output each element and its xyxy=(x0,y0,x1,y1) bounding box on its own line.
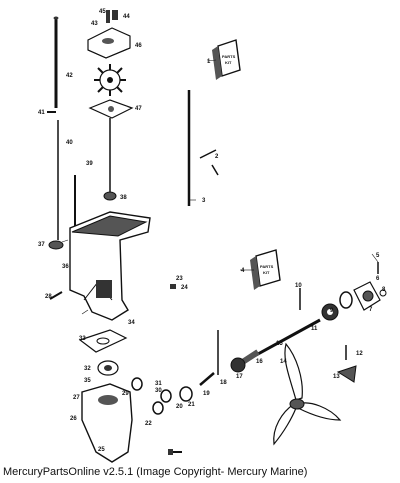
callout-31: 31 xyxy=(155,381,162,387)
gear-housing[interactable] xyxy=(69,211,151,321)
callout-9: 9 xyxy=(330,308,334,314)
callout-8: 8 xyxy=(382,287,386,293)
callout-35: 35 xyxy=(84,378,91,384)
bearing-cap[interactable] xyxy=(353,281,387,311)
callout-1: 1 xyxy=(207,59,211,65)
kit-2-line-2: KIT xyxy=(263,270,270,275)
parts-kit-2[interactable]: PARTS KIT xyxy=(250,249,281,290)
stud[interactable] xyxy=(187,90,219,206)
callout-15: 15 xyxy=(276,341,283,347)
callout-19: 19 xyxy=(203,391,210,397)
pin-stack[interactable] xyxy=(199,262,379,386)
callout-6: 6 xyxy=(376,276,380,282)
bearing-carrier[interactable] xyxy=(97,360,119,376)
anode[interactable] xyxy=(48,240,64,250)
impeller[interactable] xyxy=(94,64,126,96)
callout-33: 33 xyxy=(79,336,86,342)
callout-14: 14 xyxy=(280,359,287,365)
callout-21: 21 xyxy=(188,402,195,408)
callout-23: 23 xyxy=(176,276,183,282)
shift-rod[interactable] xyxy=(57,120,76,240)
callout-22: 22 xyxy=(145,421,152,427)
water-pump-housing[interactable] xyxy=(87,10,131,59)
image-caption: MercuryPartsOnline v2.5.1 (Image Copyrig… xyxy=(3,466,308,478)
callout-26: 26 xyxy=(70,416,77,422)
o-ring[interactable] xyxy=(339,291,353,309)
callout-10: 10 xyxy=(295,283,302,289)
callout-27: 27 xyxy=(73,395,80,401)
callout-45: 45 xyxy=(99,9,106,15)
callout-12: 12 xyxy=(356,351,363,357)
callout-40: 40 xyxy=(66,140,73,146)
callout-16: 16 xyxy=(256,359,263,365)
callout-46: 46 xyxy=(135,43,142,49)
callout-39: 39 xyxy=(86,161,93,167)
callout-36: 36 xyxy=(62,264,69,270)
leader-lines xyxy=(61,59,379,315)
propeller[interactable] xyxy=(273,342,342,446)
callout-41: 41 xyxy=(38,110,45,116)
callout-44: 44 xyxy=(123,14,130,20)
callout-32: 32 xyxy=(84,366,91,372)
callout-43: 43 xyxy=(91,21,98,27)
callout-17: 17 xyxy=(236,374,243,380)
gasket[interactable] xyxy=(78,329,128,353)
callout-28: 28 xyxy=(45,294,52,300)
kit-1-line-1: PARTS xyxy=(222,54,236,59)
parts-kit-1[interactable]: PARTS KIT xyxy=(212,39,241,80)
callout-13: 13 xyxy=(333,374,340,380)
callout-47: 47 xyxy=(135,106,142,112)
pump-face-plate[interactable] xyxy=(88,99,134,119)
callout-5: 5 xyxy=(376,253,380,259)
oil-seal[interactable] xyxy=(103,191,117,201)
kit-1-line-2: KIT xyxy=(225,60,232,65)
callout-labels: 1 2 3 4 5 6 7 8 9 10 11 12 13 14 15 16 1… xyxy=(38,9,386,453)
callout-20: 20 xyxy=(176,404,183,410)
callout-7: 7 xyxy=(369,307,373,313)
callout-25: 25 xyxy=(98,447,105,453)
callout-24: 24 xyxy=(181,285,188,291)
reverse-gear[interactable] xyxy=(321,303,339,321)
callout-3: 3 xyxy=(202,198,206,204)
callout-11: 11 xyxy=(311,326,318,332)
skeg-gear-case[interactable] xyxy=(81,383,133,463)
drive-shaft[interactable] xyxy=(53,16,59,109)
prop-nut[interactable] xyxy=(336,365,357,383)
callout-38: 38 xyxy=(120,195,127,201)
callout-37: 37 xyxy=(38,242,45,248)
small-screws[interactable] xyxy=(47,111,182,455)
callout-18: 18 xyxy=(220,380,227,386)
callout-4: 4 xyxy=(241,268,245,274)
callout-29: 29 xyxy=(122,391,129,397)
callout-34: 34 xyxy=(128,320,135,326)
callout-30: 30 xyxy=(155,388,162,394)
kit-2-line-1: PARTS xyxy=(260,264,274,269)
callout-2: 2 xyxy=(215,154,219,160)
forward-gear[interactable] xyxy=(230,357,246,373)
callout-42: 42 xyxy=(66,73,73,79)
washer-stack[interactable] xyxy=(131,377,193,415)
